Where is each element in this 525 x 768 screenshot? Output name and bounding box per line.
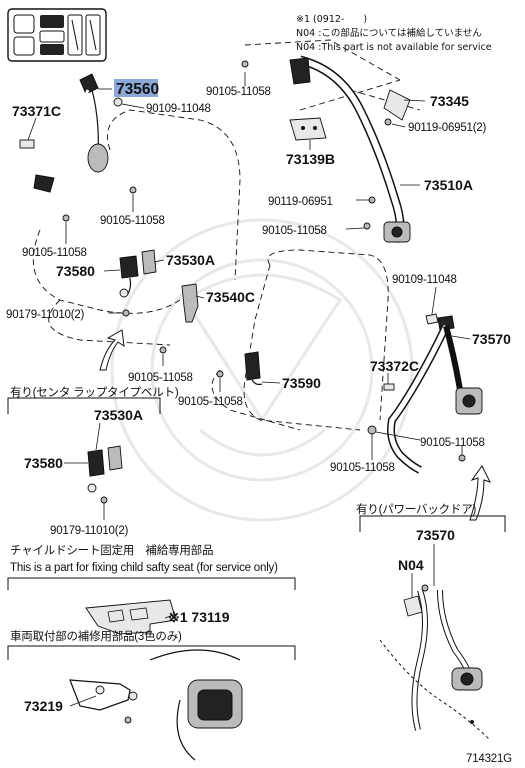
label-90105-11058-e[interactable]: 90105-11058 (128, 372, 193, 384)
label-73590[interactable]: 73590 (282, 375, 321, 391)
label-90105-11058-c[interactable]: 90105-11058 (262, 225, 327, 237)
label-73219[interactable]: 73219 (24, 698, 63, 714)
label-90105-11058-a[interactable]: 90105-11058 (206, 86, 271, 98)
service-notes: ※1 (0912- ) N04 :この部品については補給していません N04 :… (296, 14, 492, 53)
label-73560[interactable]: 73560 (116, 81, 159, 98)
label-N04[interactable]: N04 (398, 557, 424, 573)
label-73530A-b[interactable]: 73530A (94, 407, 143, 423)
label-90119-06951[interactable]: 90119-06951 (268, 196, 333, 208)
buckle-73590 (159, 346, 263, 386)
label-90109-11048-b[interactable]: 90109-11048 (392, 274, 457, 286)
label-73530A-a[interactable]: 73530A (166, 252, 215, 268)
diagram-id: 714321G (466, 753, 512, 765)
label-90105-11058-h[interactable]: 90105-11058 (330, 462, 395, 474)
arrow-up-left (99, 329, 125, 371)
center-lap-title: 有り(センタ ラップタイプベルト) (10, 385, 179, 399)
leader-lines (27, 72, 471, 707)
part-labels: 73560 73371C 90109-11048 90105-11058 733… (6, 81, 511, 714)
label-90179-11010-2-a[interactable]: 90179-11010(2) (6, 309, 85, 321)
label-73510A[interactable]: 73510A (424, 177, 473, 193)
label-73560-highlight (114, 79, 158, 97)
section-child-seat: チャイルドシート固定用 補給専用部品 This is a part for fi… (7, 543, 296, 635)
label-90119-06951-2[interactable]: 90119-06951(2) (408, 122, 487, 134)
label-73570-b[interactable]: 73570 (416, 527, 455, 543)
label-73580-b[interactable]: 73580 (24, 455, 63, 471)
label-90105-11058-d[interactable]: 90105-11058 (22, 247, 87, 259)
label-90105-11058-f[interactable]: 90105-11058 (178, 396, 243, 408)
label-73139B[interactable]: 73139B (286, 151, 335, 167)
label-90179-11010-2-b[interactable]: 90179-11010(2) (50, 525, 129, 537)
child-seat-title-jp: チャイルドシート固定用 補給専用部品 (10, 543, 213, 557)
front-seat-outline (211, 249, 389, 431)
watermark (110, 218, 414, 522)
label-73345[interactable]: 73345 (430, 93, 469, 109)
section-center-lap: 有り(センタ ラップタイプベルト) (7, 385, 179, 504)
rear-seat-outline (32, 109, 241, 346)
child-seat-title-en: This is a part for fixing child safty se… (10, 562, 278, 574)
label-73540C[interactable]: 73540C (206, 289, 255, 305)
power-back-door-title: 有り(パワーバックドア) (356, 502, 477, 516)
label-90109-11048-a[interactable]: 90109-11048 (146, 103, 211, 115)
seat-belt-73570-front (367, 313, 483, 474)
seat-belt-73560 (19, 73, 123, 231)
label-90105-11058-g[interactable]: 90105-11058 (420, 437, 485, 449)
label-73580-a[interactable]: 73580 (56, 263, 95, 279)
note-0912: ※1 (0912- ) (296, 14, 367, 25)
label-90105-11058-b[interactable]: 90105-11058 (100, 215, 165, 227)
note-n04-en: N04 :This part is not available for serv… (296, 42, 492, 53)
body-repair-title: 車両取付部の補修用部品(3色のみ) (10, 629, 182, 643)
label-73371C[interactable]: 73371C (12, 103, 61, 119)
label-73119[interactable]: ※1 73119 (168, 609, 230, 625)
section-body-repair: 車両取付部の補修用部品(3色のみ) (7, 629, 296, 761)
buckle-assembly-upper (119, 249, 199, 323)
section-power-back-door: 有り(パワーバックドア) (356, 502, 506, 741)
vehicle-seat-thumbnail (7, 8, 107, 62)
label-73570-a[interactable]: 73570 (472, 331, 511, 347)
arrow-up-right (469, 465, 491, 521)
seat-belt-73510A (62, 55, 411, 244)
note-n04-jp: N04 :この部品については補給していません (296, 27, 482, 39)
label-73372C[interactable]: 73372C (370, 358, 419, 374)
